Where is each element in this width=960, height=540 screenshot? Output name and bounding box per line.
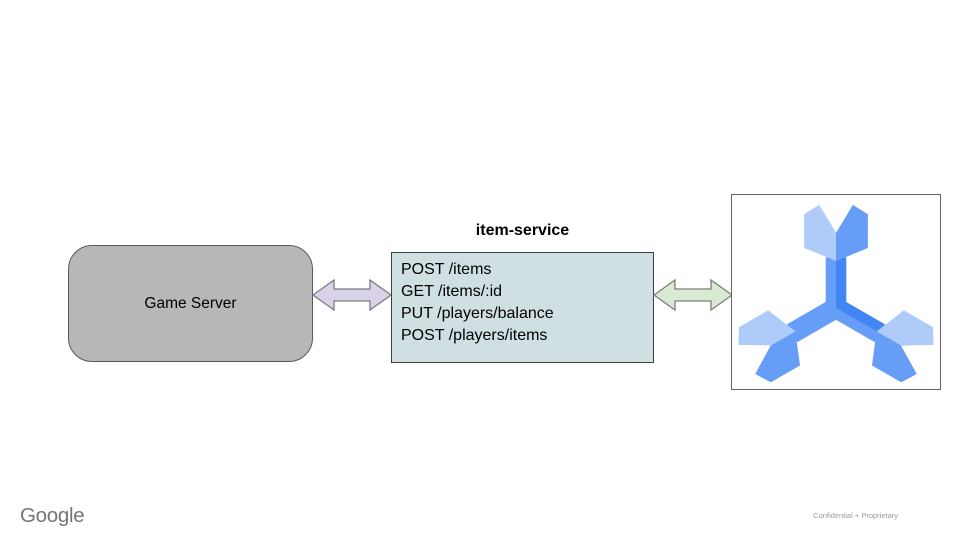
item-service-node[interactable]: POST /items GET /items/:id PUT /players/… bbox=[391, 252, 654, 363]
endpoint-post-player-items: POST /players/items bbox=[401, 327, 548, 344]
double-arrow-icon bbox=[312, 278, 392, 312]
endpoint-get-item: GET /items/:id bbox=[401, 283, 503, 300]
item-service-title: item-service bbox=[475, 222, 570, 239]
arrow-service-to-spanner[interactable] bbox=[653, 278, 733, 312]
cloud-spanner-icon bbox=[738, 204, 934, 383]
spanner-arm-up bbox=[804, 204, 868, 308]
google-logo: Google bbox=[20, 504, 85, 527]
double-arrow-icon bbox=[653, 278, 733, 312]
spanner-node[interactable] bbox=[731, 194, 941, 390]
spanner-arm-lower-left bbox=[738, 298, 842, 383]
endpoint-put-balance: PUT /players/balance bbox=[401, 305, 554, 322]
endpoint-post-items: POST /items bbox=[401, 261, 492, 278]
confidentiality-note: Confidential + Proprietary bbox=[813, 511, 898, 520]
spanner-arm-lower-right bbox=[830, 298, 934, 383]
arrow-game-to-service[interactable] bbox=[312, 278, 392, 312]
game-server-node[interactable]: Game Server bbox=[68, 245, 313, 362]
game-server-label: Game Server bbox=[144, 294, 237, 312]
